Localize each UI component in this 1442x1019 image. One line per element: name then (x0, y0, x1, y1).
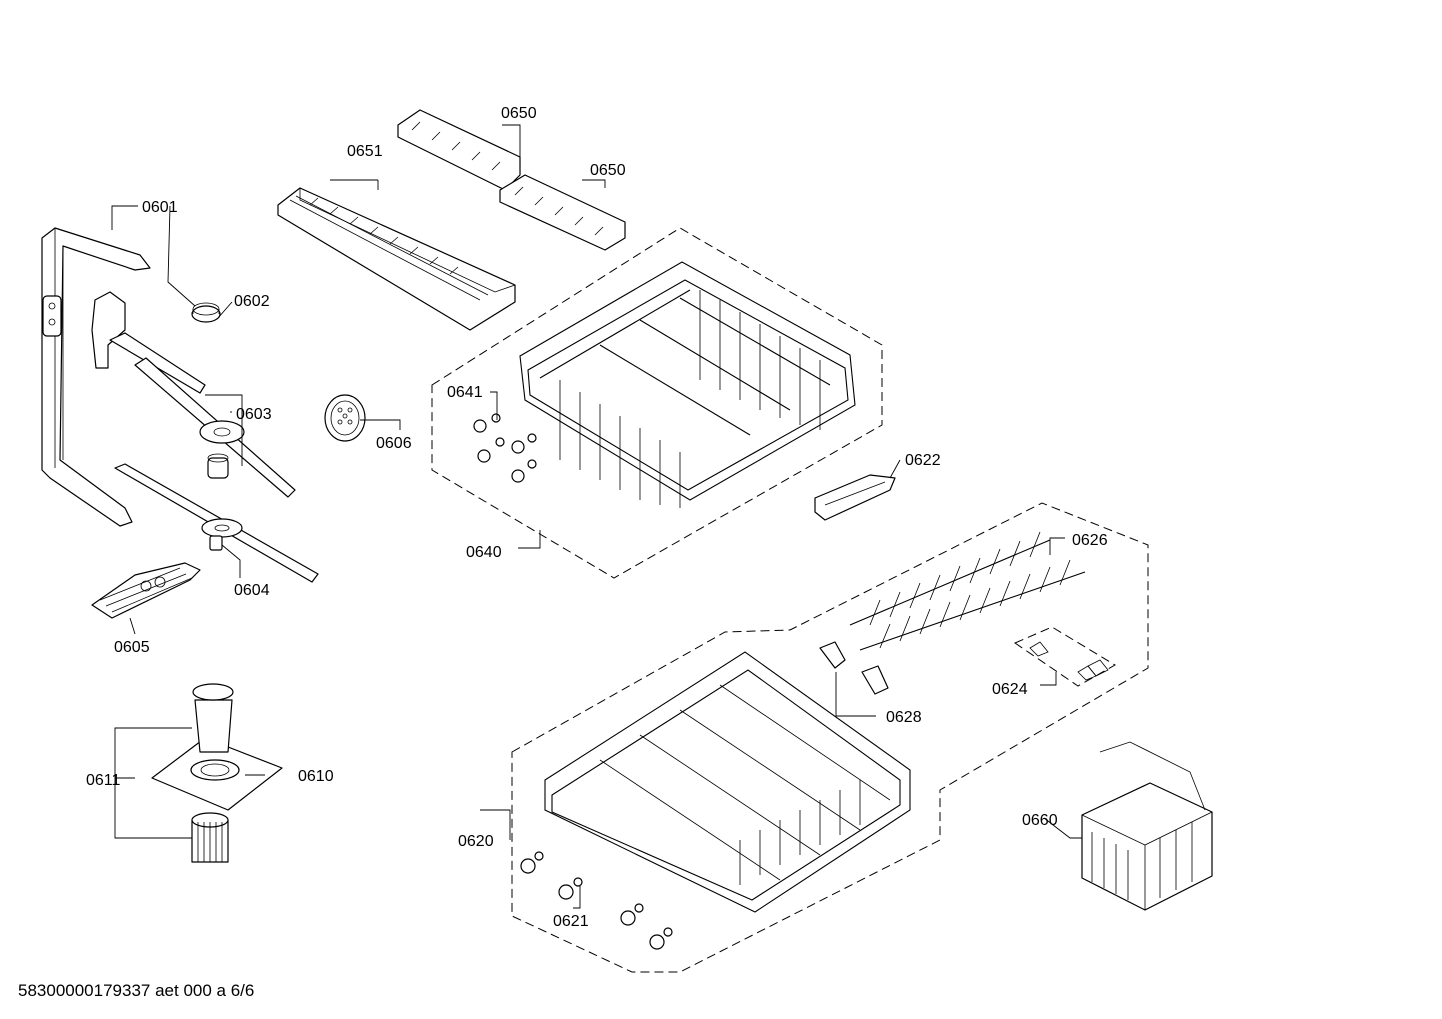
cutlery-tray-0651 (277, 187, 516, 331)
lower-basket-0620 (544, 651, 911, 913)
filter-assembly-0610 (151, 683, 283, 811)
label-0602: 0602 (234, 293, 270, 310)
label-0628: 0628 (886, 709, 922, 726)
label-0601: 0601 (142, 199, 178, 216)
lower-spray-arm-0604 (114, 463, 319, 583)
tine-racks-0626 (849, 531, 1086, 651)
label-0611: 0611 (86, 772, 121, 789)
lower-basket-group-outline (511, 502, 1149, 973)
label-0650-lower: 0650 (590, 162, 626, 179)
label-0640: 0640 (466, 544, 502, 561)
label-0610: 0610 (298, 768, 334, 785)
label-0605: 0605 (114, 639, 150, 656)
label-0650-upper: 0650 (501, 105, 537, 122)
upper-basket-group-outline (431, 227, 883, 579)
label-0621: 0621 (553, 913, 589, 930)
nut-0602 (191, 302, 221, 323)
label-0603: 0603 (236, 406, 272, 423)
supply-tube-0601 (41, 227, 151, 527)
micro-filter-0611 (191, 812, 229, 863)
clips-0628 (819, 641, 889, 695)
label-0604: 0604 (234, 582, 270, 599)
insert-rack-0650-upper (397, 109, 521, 191)
label-0606: 0606 (376, 435, 412, 452)
cover-plate-0605 (91, 562, 201, 619)
label-0622: 0622 (905, 452, 941, 469)
wheels-0621 (520, 851, 673, 950)
insert-rack-0650-lower (499, 174, 626, 251)
label-0620: 0620 (458, 833, 494, 850)
label-0641: 0641 (447, 384, 483, 401)
cutlery-basket-0660 (1081, 741, 1213, 911)
handle-0622 (814, 474, 896, 521)
upper-spray-arm-0603 (91, 291, 296, 498)
clips-0624 (1029, 641, 1109, 681)
rollers-0641 (473, 413, 537, 483)
label-0624: 0624 (992, 681, 1028, 698)
clip-subgroup-outline (1013, 626, 1116, 687)
upper-basket-0640 (519, 261, 856, 508)
label-0651: 0651 (347, 143, 383, 160)
label-0660: 0660 (1022, 812, 1058, 829)
label-0626: 0626 (1072, 532, 1108, 549)
document-code: 58300000179337 aet 000 a 6/6 (18, 981, 255, 1000)
filter-disc-0606 (324, 394, 366, 442)
leader-lines (111, 124, 1082, 909)
